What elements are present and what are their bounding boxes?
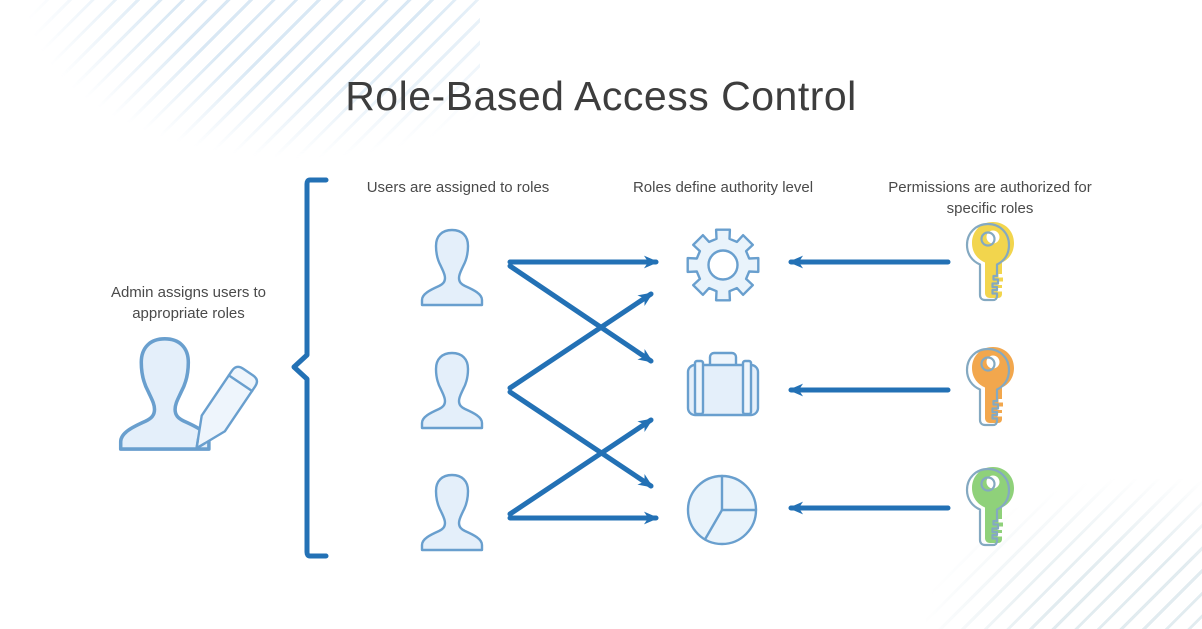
corner-stripes-top-left (0, 0, 480, 175)
user-silhouette-icon (420, 228, 484, 307)
left-brace (291, 177, 329, 559)
label-permissions-column: Permissions are authorized for specific … (888, 179, 1092, 217)
arrow-user-2-to-role-pie (507, 389, 654, 489)
pie-chart-icon (686, 474, 758, 546)
arrow-user-1-to-role-briefcase (507, 263, 654, 364)
arrow-user-3-to-role-briefcase (507, 417, 654, 517)
briefcase-icon (686, 351, 760, 417)
page-title: Role-Based Access Control (345, 73, 857, 119)
label-admin: Admin assigns users to appropriate roles (110, 284, 267, 322)
key-icon-orange (965, 347, 1014, 427)
label-roles-column: Roles define authority level (632, 179, 814, 196)
key-icon-green (965, 467, 1014, 547)
user-silhouette-icon (420, 351, 484, 430)
corner-stripes-bottom-right (862, 479, 1202, 629)
label-users-column: Users are assigned to roles (366, 179, 550, 196)
key-icon-yellow (965, 222, 1014, 302)
arrow-user-2-to-role-gear (507, 291, 654, 391)
user-silhouette-icon (420, 473, 484, 552)
gear-icon (686, 228, 760, 302)
person-with-pencil-icon (118, 337, 259, 451)
